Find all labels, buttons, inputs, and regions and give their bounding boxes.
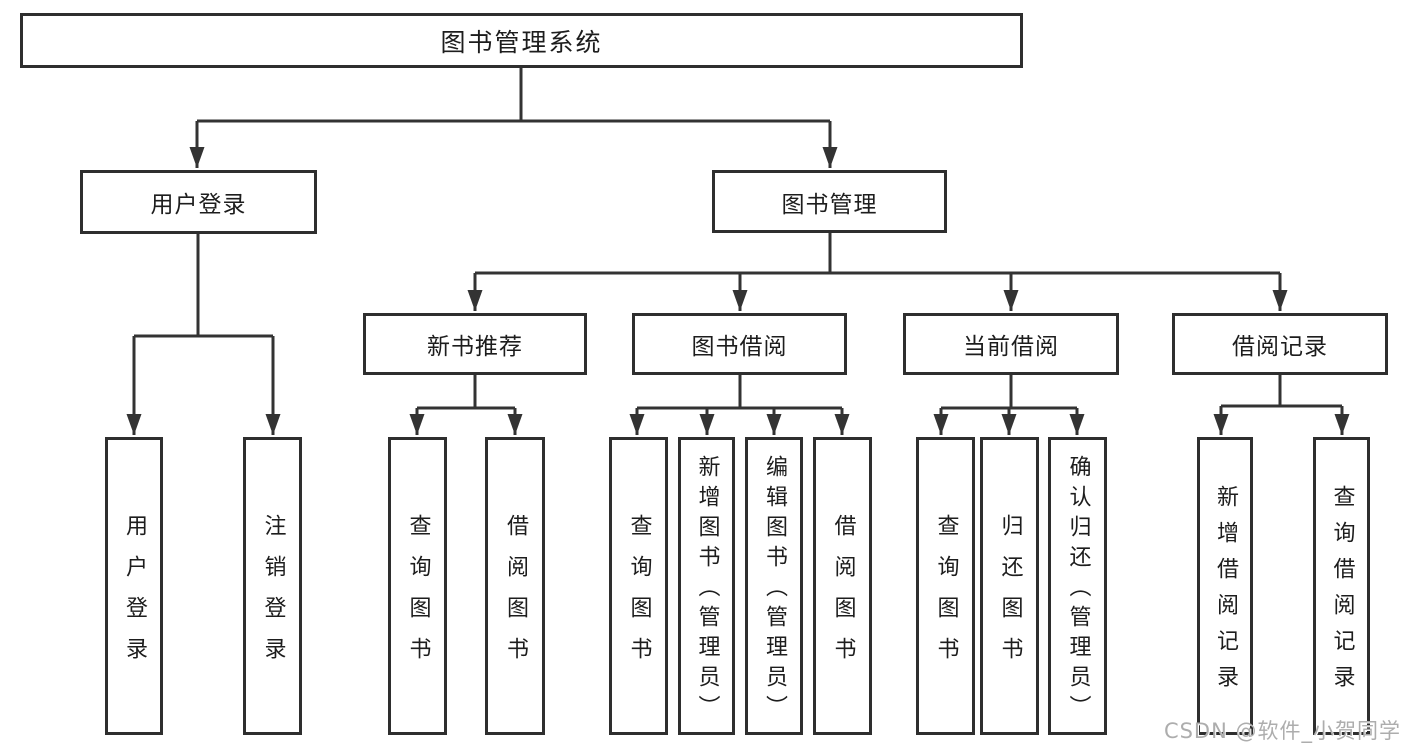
leaf-user-login-label: 用户登录 [122, 513, 147, 678]
node-root-system: 图书管理系统 [20, 13, 1023, 68]
node-book-management: 图书管理 [712, 170, 947, 233]
leaf-records-add-record-label: 新增借阅记录 [1213, 485, 1238, 701]
connector-current-split [933, 375, 1085, 435]
leaf-borrow-add-book-admin-label: 新增图书（管理员） [694, 455, 720, 725]
node-book-borrow: 图书借阅 [632, 313, 847, 375]
leaf-newbooks-borrow-book-label: 借阅图书 [503, 513, 528, 678]
node-current-borrow-label: 当前借阅 [963, 334, 1059, 360]
leaf-current-confirm-return-admin: 确认归还（管理员） [1048, 437, 1107, 735]
connector-book-mgmt-split [467, 233, 1288, 311]
connector-root-split [189, 68, 838, 168]
node-root-system-label: 图书管理系统 [440, 27, 603, 57]
node-user-login-label: 用户登录 [150, 192, 247, 218]
node-user-login: 用户登录 [80, 170, 317, 234]
leaf-borrow-query-book: 查询图书 [609, 437, 668, 735]
node-borrow-records-label: 借阅记录 [1232, 334, 1328, 360]
leaf-current-return-book-label: 归还图书 [997, 513, 1023, 678]
leaf-records-query-record-label: 查询借阅记录 [1329, 485, 1355, 701]
node-new-book-recommend-label: 新书推荐 [427, 334, 523, 360]
connector-new-books-split [409, 375, 523, 435]
leaf-newbooks-borrow-book: 借阅图书 [485, 437, 545, 735]
connector-records-split [1213, 375, 1350, 435]
leaf-borrow-borrow-book-label: 借阅图书 [830, 513, 856, 678]
csdn-watermark: CSDN @软件_小贺同学 [1163, 719, 1401, 743]
leaf-records-query-record: 查询借阅记录 [1313, 437, 1370, 735]
leaf-newbooks-query-book: 查询图书 [388, 437, 447, 735]
leaf-newbooks-query-book-label: 查询图书 [405, 513, 431, 678]
leaf-user-logout-label: 注销登录 [260, 513, 286, 678]
leaf-user-login: 用户登录 [105, 437, 163, 735]
node-book-borrow-label: 图书借阅 [691, 334, 788, 360]
leaf-borrow-edit-book-admin: 编辑图书（管理员） [745, 437, 803, 735]
leaf-current-confirm-return-admin-label: 确认归还（管理员） [1065, 455, 1091, 725]
node-new-book-recommend: 新书推荐 [363, 313, 587, 375]
leaf-borrow-edit-book-admin-label: 编辑图书（管理员） [762, 455, 787, 725]
node-book-management-label: 图书管理 [781, 191, 878, 218]
leaf-borrow-borrow-book: 借阅图书 [813, 437, 872, 735]
leaf-current-return-book: 归还图书 [980, 437, 1039, 735]
leaf-borrow-query-book-label: 查询图书 [626, 513, 652, 678]
connector-borrow-split [629, 375, 850, 435]
leaf-borrow-add-book-admin: 新增图书（管理员） [678, 437, 735, 735]
node-current-borrow: 当前借阅 [903, 313, 1119, 375]
leaf-current-query-book-label: 查询图书 [933, 513, 959, 678]
leaf-records-add-record: 新增借阅记录 [1197, 437, 1253, 735]
connector-user-login-split [126, 234, 281, 435]
node-borrow-records: 借阅记录 [1172, 313, 1388, 375]
leaf-current-query-book: 查询图书 [916, 437, 975, 735]
leaf-user-logout: 注销登录 [243, 437, 302, 735]
